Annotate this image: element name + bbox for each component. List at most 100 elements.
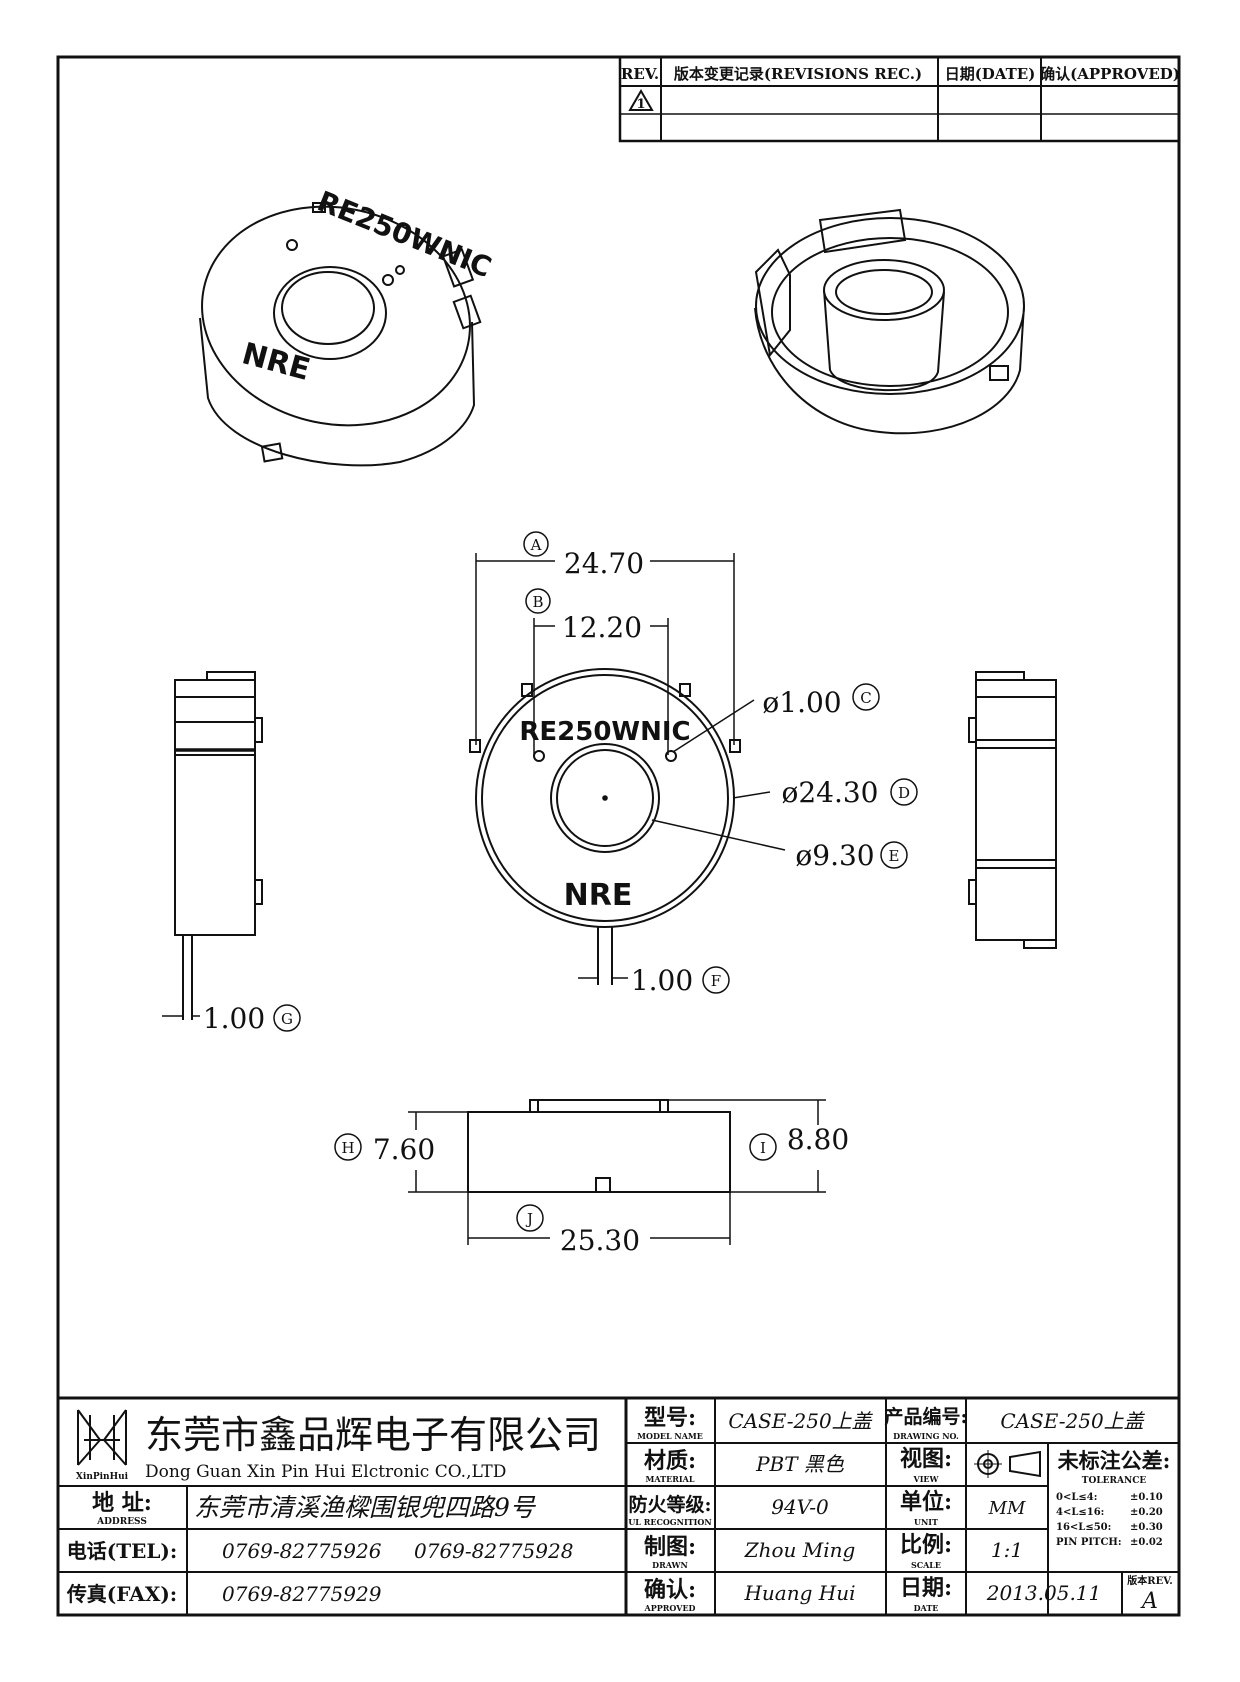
dim-c-value: ø1.00: [762, 686, 841, 719]
dimension-f: [578, 966, 730, 994]
fax-value: 0769-82775929: [222, 1582, 382, 1606]
dim-b-tag: B: [532, 593, 543, 611]
dimension-e: [651, 819, 908, 869]
dim-d-value: ø24.30: [781, 776, 878, 809]
dimension-j: [467, 1192, 731, 1245]
isometric-top-view: [199, 202, 482, 467]
approved-label: 确认:: [644, 1577, 696, 1603]
front-view: [469, 668, 741, 985]
material-label: 材质:: [644, 1448, 696, 1474]
dim-i-tag: I: [760, 1139, 766, 1157]
date-value: 2013.05.11: [986, 1581, 1102, 1605]
view-label: 视图:: [900, 1446, 952, 1472]
dimension-b: [525, 588, 669, 755]
company-logo: [77, 1409, 127, 1466]
dim-f-tag: F: [711, 972, 721, 990]
rev-header-approved: 确认(APPROVED): [1040, 65, 1180, 83]
address-value: 东莞市清溪渔樑围银兜四路9号: [194, 1493, 537, 1522]
dim-f-value: 1.00: [631, 964, 693, 997]
dim-c-tag: C: [860, 689, 871, 707]
projection-symbol-icon: [974, 1450, 1041, 1478]
ul-label-en: UL RECOGNITION: [628, 1517, 711, 1527]
model-value: CASE-250上盖: [728, 1409, 873, 1433]
ul-value: 94V-0: [771, 1495, 829, 1519]
tel-value-2: 0769-82775928: [414, 1539, 573, 1563]
rev-label: 版本REV.: [1127, 1574, 1172, 1587]
company-name-cn: 东莞市鑫品辉电子有限公司: [145, 1413, 601, 1457]
isometric-underside-view: [754, 208, 1025, 435]
dim-j-value: 25.30: [560, 1224, 640, 1257]
drawing-no-label-en: DRAWING NO.: [893, 1431, 959, 1441]
model-label-en: MODEL NAME: [637, 1431, 703, 1441]
dim-a-value: 24.70: [564, 547, 644, 580]
scale-label-en: SCALE: [911, 1560, 941, 1570]
bottom-view: [467, 1099, 731, 1193]
front-marking-model: RE250WNIC: [519, 717, 690, 747]
company-name-en: Dong Guan Xin Pin Hui Elctronic CO.,LTD: [145, 1462, 506, 1482]
scale-label: 比例:: [900, 1532, 952, 1558]
dim-i-value: 8.80: [787, 1123, 849, 1156]
drawing-no-label: 产品编号:: [884, 1405, 967, 1428]
address-label: 地 址:: [92, 1490, 152, 1516]
dim-e-tag: E: [889, 847, 900, 865]
revision-table: [618, 55, 1181, 143]
drawn-label: 制图:: [644, 1534, 696, 1560]
drawn-value: Zhou Ming: [744, 1538, 856, 1562]
front-marking-brand: NRE: [564, 878, 633, 913]
tolerance-value-2: ±0.20: [1130, 1507, 1163, 1518]
dimension-c: [672, 683, 880, 753]
approved-label-en: APPROVED: [644, 1603, 696, 1613]
dimension-h: [334, 1111, 468, 1193]
unit-value: MM: [988, 1498, 1026, 1519]
rev-header-rev: REV.: [621, 65, 659, 83]
tolerance-range-3: 16<L≤50:: [1056, 1522, 1111, 1533]
dim-g-tag: G: [281, 1010, 293, 1028]
left-side-view: [162, 671, 301, 1032]
address-label-en: ADDRESS: [96, 1517, 147, 1527]
unit-label: 单位:: [900, 1489, 952, 1515]
dim-a-tag: A: [530, 536, 542, 554]
date-label-en: DATE: [914, 1603, 939, 1613]
material-value: PBT 黑色: [755, 1452, 845, 1476]
dim-d-tag: D: [898, 784, 910, 802]
tolerance-range-2: 4<L≤16:: [1056, 1507, 1104, 1518]
dimension-i: [668, 1099, 826, 1193]
approved-value: Huang Hui: [743, 1581, 855, 1605]
tolerance-value-1: ±0.10: [1130, 1492, 1163, 1503]
svg-text:1: 1: [636, 97, 645, 112]
tolerance-range-1: 0<L≤4:: [1056, 1492, 1097, 1503]
tolerance-label: 未标注公差:: [1058, 1448, 1171, 1473]
model-label: 型号:: [644, 1405, 696, 1431]
logo-text: XinPinHui: [76, 1472, 129, 1482]
unit-label-en: UNIT: [914, 1517, 938, 1527]
right-side-view: [968, 671, 1057, 949]
view-label-en: VIEW: [912, 1474, 939, 1484]
revision-triangle-icon: 1: [628, 89, 654, 112]
title-block-grid: [58, 1396, 1179, 1615]
dim-h-tag: H: [341, 1139, 354, 1157]
tolerance-range-4: PIN PITCH:: [1056, 1537, 1122, 1548]
dim-e-value: ø9.30: [795, 839, 874, 872]
tel-label: 电话(TEL):: [67, 1539, 178, 1563]
dim-b-value: 12.20: [562, 611, 642, 644]
scale-value: 1:1: [991, 1538, 1023, 1562]
fax-label: 传真(FAX):: [66, 1582, 177, 1606]
tolerance-value-4: ±0.02: [1130, 1537, 1163, 1548]
date-label: 日期:: [900, 1575, 952, 1601]
tel-value-1: 0769-82775926: [222, 1539, 382, 1563]
rev-header-date: 日期(DATE): [945, 65, 1036, 83]
drawing-no-value: CASE-250上盖: [1000, 1409, 1145, 1433]
rev-value: A: [1140, 1589, 1158, 1614]
dim-g-value: 1.00: [203, 1002, 265, 1035]
tolerance-label-en: TOLERANCE: [1082, 1476, 1147, 1486]
dim-j-tag: J: [525, 1210, 533, 1228]
ul-label: 防火等级:: [628, 1493, 711, 1516]
dim-h-value: 7.60: [373, 1133, 435, 1166]
dimension-d: [732, 778, 918, 806]
tolerance-value-3: ±0.30: [1130, 1522, 1163, 1533]
material-label-en: MATERIAL: [646, 1474, 695, 1484]
rev-header-record: 版本变更记录(REVISIONS REC.): [674, 65, 922, 83]
sheet-border: [56, 55, 1181, 1617]
drawn-label-en: DRAWN: [652, 1560, 688, 1570]
